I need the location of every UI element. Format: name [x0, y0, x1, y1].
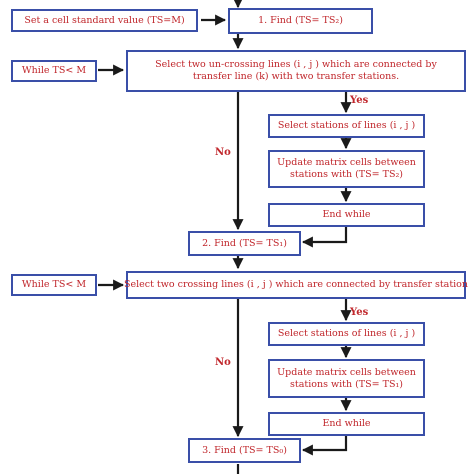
- no-label-1: No: [215, 147, 231, 158]
- find-step-2-box: 2. Find (TS= TS₁): [188, 231, 301, 256]
- select-uncrossing-lines-box: Select two un-crossing lines (i , j ) wh…: [126, 50, 466, 92]
- update-matrix-cells-box-2: Update matrix cells between stations wit…: [268, 359, 425, 398]
- select-stations-box-2: Select stations of lines (i , j ): [268, 322, 425, 346]
- while-ts-less-m-box-1: While TS< M: [11, 60, 97, 82]
- yes-label-1: Yes: [350, 95, 369, 106]
- while-ts-less-m-box-2: While TS< M: [11, 274, 97, 296]
- no-label-2: No: [215, 357, 231, 368]
- select-crossing-lines-box: Select two crossing lines (i , j ) which…: [124, 271, 468, 299]
- set-standard-value-box: Set a cell standard value (TS=M): [11, 9, 198, 32]
- end-while-box-2: End while: [268, 412, 425, 436]
- select-stations-box-1: Select stations of lines (i , j ): [268, 114, 425, 138]
- find-step-1-box: 1. Find (TS= TS₂): [228, 8, 373, 34]
- arrow-endwhile1-to-find2: [301, 227, 348, 248]
- end-while-box-1: End while: [268, 203, 425, 227]
- update-matrix-cells-box-1: Update matrix cells between stations wit…: [268, 150, 425, 188]
- yes-label-2: Yes: [350, 307, 369, 318]
- arrow-endwhile2-to-find3: [301, 436, 348, 456]
- find-step-3-box: 3. Find (TS= TS₀): [188, 438, 301, 463]
